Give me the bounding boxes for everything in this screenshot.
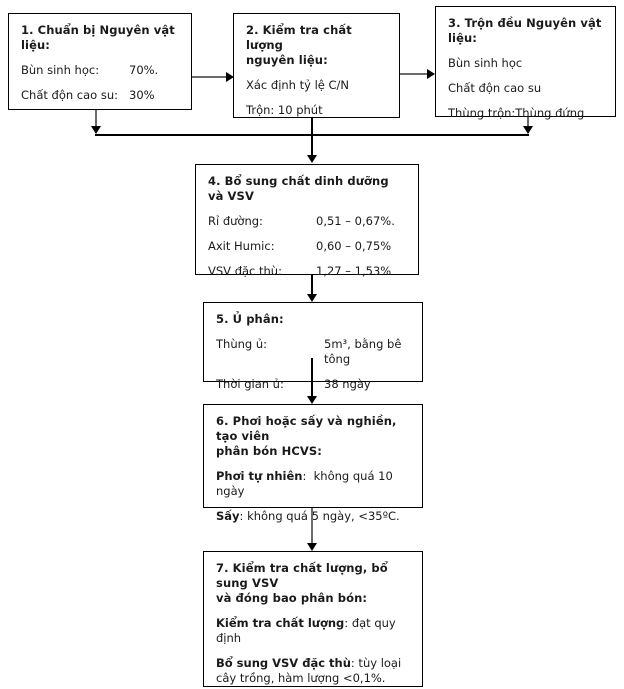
box-1-row-2: Chất độn cao su: 30% [21,88,181,103]
box-1-row-1-key: Bùn sinh học: [21,63,100,77]
connector-box2-box4-line [311,118,313,159]
box-6-row-2-value: : không quá 5 ngày, <35ºC. [239,509,400,523]
connector-box1-box2-arrowhead [226,72,234,82]
box-2-title: 2. Kiểm tra chất lượng nguyên liệu: [246,23,352,67]
box-7-row-1: Kiểm tra chất lượng: đạt quy định [216,616,412,646]
box-3-row-2-key: Chất độn cao su [448,81,542,95]
box-4-row-3-key: VSV đặc thù: [208,264,282,278]
box-7-row-1-key: Kiểm tra chất lượng [216,616,345,630]
box-5-row-1: Thùng ủ: 5m³, bằng bê tông [216,337,412,367]
box-1-row-1: Bùn sinh học: 70%. [21,63,181,78]
box-4-row-2-value: 0,60 – 0,75% [316,239,392,253]
box-2-row-2-key: Trộn: 10 phút [246,103,323,117]
box-4-row-2-key: Axit Humic: [208,239,275,253]
connector-box6-box7-arrowhead [307,543,317,551]
box-4-row-3: VSV đặc thù: 1,27 – 1,53% [208,264,408,279]
box-1-row-1-value: 70%. [129,63,159,77]
box-4-row-1: Rỉ đường: 0,51 – 0,67%. [208,214,408,229]
box-7-title: 7. Kiểm tra chất lượng, bổ sung VSV và đ… [216,561,388,605]
box-1-row-2-value: 30% [129,88,155,102]
box-5-row-1-key: Thùng ủ: [216,337,268,351]
box-3-row-2: Chất độn cao su [448,81,605,96]
box-7-row-2: Bổ sung VSV đặc thù: tùy loại cây trồng,… [216,656,412,686]
process-box-5: 5. Ủ phân: Thùng ủ: 5m³, bằng bê tông Th… [203,302,423,391]
box-3-row-3-key: Thùng trộn:Thùng đứng [448,106,585,120]
connector-box1-bus-line [95,110,97,129]
box-6-row-1-key: Phơi tự nhiên [216,469,303,483]
connector-box2-box3-arrowhead [427,69,435,79]
connector-box2-box3-line [400,73,430,75]
box-3-row-3: Thùng trộn:Thùng đứng [448,106,605,121]
box-6-row-1: Phơi tự nhiên: không quá 10 ngày [216,469,412,499]
process-box-6: 6. Phơi hoặc sấy và nghiền, tạo viên phâ… [203,404,423,523]
connector-box4-box5-arrowhead [307,294,317,302]
box-3-title: 3. Trộn đều Nguyên vật liệu: [448,16,602,45]
process-box-2: 2. Kiểm tra chất lượng nguyên liệu: Xác … [233,13,400,118]
box-5-row-2: Thời gian ủ: 38 ngày [216,377,412,392]
box-1-title: 1. Chuẩn bị Nguyên vật liệu: [21,23,175,52]
box-6-row-1-value: : không quá 10 ngày [216,469,397,498]
box-5-row-2-key: Thời gian ủ: [216,377,284,391]
connector-box3-bus-line [527,117,529,129]
connector-box6-box7-line [311,508,313,549]
box-3-row-1: Bùn sinh học [448,56,605,71]
box-6-row-2-key: Sấy [216,509,240,523]
box-4-row-1-value: 0,51 – 0,67%. [316,214,395,228]
connector-box1-bus-arrowhead [91,126,101,134]
box-2-row-1: Xác định tỷ lệ C/N [246,78,389,93]
box-7-row-2-key: Bổ sung VSV đặc thù [216,656,351,670]
box-2-row-2: Trộn: 10 phút [246,103,389,118]
connector-box1-box2-line [192,76,228,78]
box-5-row-1-value: 5m³, bằng bê tông [324,337,406,366]
connector-box5-box6-line [311,358,313,402]
box-5-title: 5. Ủ phân: [216,312,284,326]
connector-box2-box4-arrowhead [307,155,317,163]
box-3-row-1-key: Bùn sinh học [448,56,523,70]
box-7-row-1-value: : đạt quy định [216,616,400,645]
box-2-row-1-key: Xác định tỷ lệ C/N [246,78,350,92]
box-4-row-1-key: Rỉ đường: [208,214,263,228]
process-box-4: 4. Bổ sung chất dinh dưỡng và VSV Rỉ đườ… [195,164,419,278]
process-box-3: 3. Trộn đều Nguyên vật liệu: Bùn sinh họ… [435,6,616,120]
box-7-row-2-value: : tùy loại cây trồng, hàm lượng <0,1%. [216,656,405,685]
box-4-title: 4. Bổ sung chất dinh dưỡng và VSV [208,174,389,203]
box-6-row-2: Sấy: không quá 5 ngày, <35ºC. [216,509,412,524]
box-6-title: 6. Phơi hoặc sấy và nghiền, tạo viên phâ… [216,414,397,458]
box-4-row-2: Axit Humic: 0,60 – 0,75% [208,239,408,254]
box-5-row-2-value: 38 ngày [324,377,371,391]
box-4-row-3-value: 1,27 – 1,53% [316,264,392,278]
process-box-7: 7. Kiểm tra chất lượng, bổ sung VSV và đ… [203,551,423,687]
connector-box5-box6-arrowhead [307,396,317,404]
connector-box3-bus-arrowhead [523,126,533,134]
connector-box4-box5-line [311,275,313,300]
box-1-row-2-key: Chất độn cao su: [21,88,119,102]
process-box-1: 1. Chuẩn bị Nguyên vật liệu: Bùn sinh họ… [8,13,192,110]
